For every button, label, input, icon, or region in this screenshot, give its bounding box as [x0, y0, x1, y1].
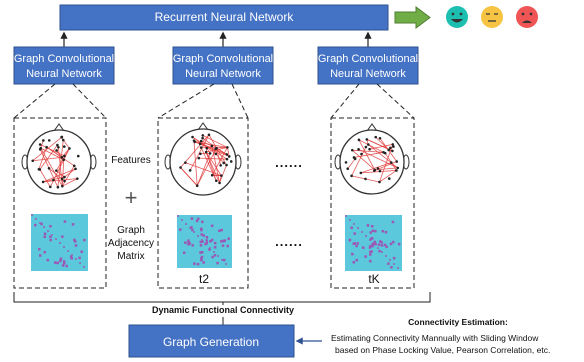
gcn-box-1-line2: Neural Network: [26, 68, 102, 80]
gcn-box-3-line2: Neural Network: [330, 68, 406, 80]
gcn-box-2: [172, 46, 274, 85]
gcn-box-3-line1: Graph Convolutional: [318, 53, 418, 65]
angry-face-icon: [516, 6, 538, 28]
eeg-head-plot-1: [21, 123, 97, 195]
dfc-bracket: [13, 292, 431, 305]
funnel-lines: [13, 83, 415, 119]
gcn-box-1: [13, 46, 115, 85]
ellipsis-top: ......: [275, 155, 303, 170]
matrix-label-line3: Matrix: [117, 251, 144, 262]
estimation-line1: Estimating Connectivity Mannually with S…: [331, 333, 539, 343]
adjacency-matrix-1: [31, 214, 88, 271]
frame-tk: [330, 117, 415, 289]
frame-t1: [13, 117, 107, 289]
adjacency-matrix-3: [345, 215, 402, 271]
estimation-title: Connectivity Estimation:: [408, 317, 508, 327]
neutral-face-icon: [481, 6, 503, 28]
plus-sign: +: [125, 185, 138, 210]
time-label-tk: tK: [368, 272, 379, 286]
features-label: Features: [111, 155, 150, 166]
gcn-box-1-line1: Graph Convolutional: [14, 53, 114, 65]
eeg-head-plot-2: [164, 122, 242, 196]
frame-t2: [157, 117, 249, 289]
eeg-head-plot-3: [334, 123, 410, 195]
time-label-t2: t2: [199, 272, 209, 286]
gcn-box-2-line1: Graph Convolutional: [173, 53, 273, 65]
dfc-label: Dynamic Functional Connectivity: [152, 305, 294, 315]
rnn-box: [59, 4, 389, 31]
happy-face-icon: [446, 6, 468, 28]
gcn-box-3: [317, 46, 419, 85]
matrix-label-line1: Graph: [117, 225, 145, 236]
output-arrow: [394, 6, 431, 29]
estimation-line2: based on Phase Locking Value, Pearson Co…: [335, 345, 550, 355]
rnn-label: Recurrent Neural Network: [155, 10, 295, 24]
adjacency-matrix-2: [177, 215, 232, 268]
graph-generation-box: [128, 324, 295, 358]
matrix-label-line2: Adjacency: [108, 238, 154, 249]
graph-generation-label: Graph Generation: [163, 335, 259, 349]
ellipsis-bottom: ......: [275, 234, 303, 249]
gcn-box-2-line2: Neural Network: [185, 68, 261, 80]
